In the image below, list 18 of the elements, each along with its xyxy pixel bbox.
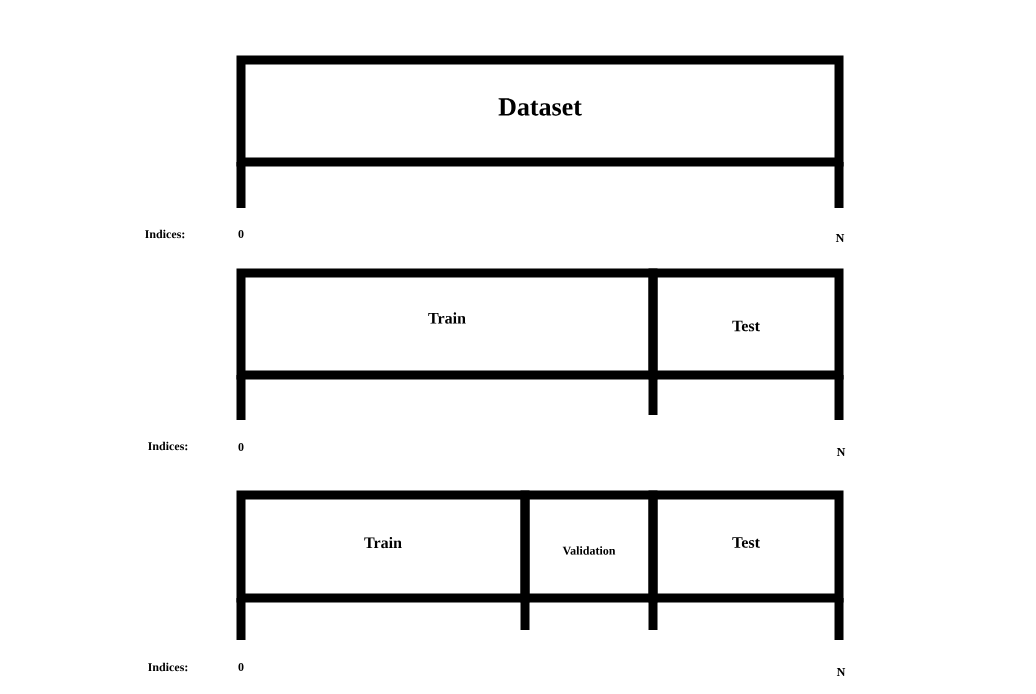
index-label: Indices: [145,229,185,239]
index-label: Indices: [148,662,188,672]
dataset-box [236,55,844,167]
box-label: Validation [562,546,616,555]
box-label: Train [364,536,402,549]
index-number: 0 [238,662,244,672]
box-label: Test [732,537,760,548]
index-number: 0 [238,229,244,239]
index-label: Indices: [148,441,188,451]
index-number: 0 [238,442,244,452]
index-number: N [835,234,845,242]
box-label: Test [732,320,760,332]
index-number: N [836,448,846,456]
box-label: Dataset [498,98,582,116]
split-box [648,268,844,380]
index-number: N [836,668,846,676]
split-box [648,490,844,603]
box-label: Train [428,312,466,324]
